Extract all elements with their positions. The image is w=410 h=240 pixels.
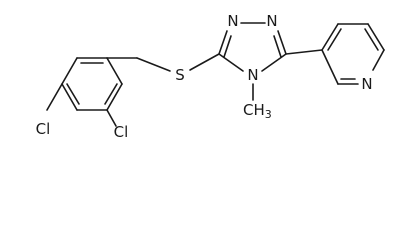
bond <box>218 30 228 55</box>
bond <box>46 83 63 111</box>
nitrogen-label: N <box>247 66 258 84</box>
double-bond <box>66 83 80 105</box>
bond <box>106 109 117 127</box>
bond <box>372 49 385 71</box>
sulfur-label: S <box>175 66 185 84</box>
bond <box>321 49 339 85</box>
bond <box>189 53 220 71</box>
bond <box>261 53 287 72</box>
bond <box>277 30 287 55</box>
nitrogen-label: N <box>227 12 238 30</box>
double-bond <box>104 83 118 105</box>
chlorine-label: Cl <box>114 123 129 141</box>
bond <box>218 53 244 72</box>
chlorine-label: Cl <box>36 120 51 138</box>
bond <box>106 57 123 85</box>
bond <box>285 49 323 55</box>
triazole-ring <box>218 22 287 72</box>
pyridine-ring <box>321 23 385 85</box>
bond <box>367 23 385 51</box>
double-bond <box>327 28 342 51</box>
double-bond <box>273 35 282 58</box>
bond <box>61 83 78 111</box>
bond <box>136 57 171 72</box>
double-bond <box>223 35 232 58</box>
dichlorophenyl-ring <box>61 57 123 111</box>
chemical-structure: Cl Cl S N N N CH3 N <box>36 12 385 141</box>
double-bond <box>364 28 379 51</box>
bond <box>106 83 123 111</box>
nitrogen-label: N <box>266 12 277 30</box>
nitrogen-label: N <box>361 75 372 93</box>
bond <box>61 57 78 85</box>
methyl-label: CH3 <box>243 101 272 121</box>
bond <box>321 23 339 51</box>
